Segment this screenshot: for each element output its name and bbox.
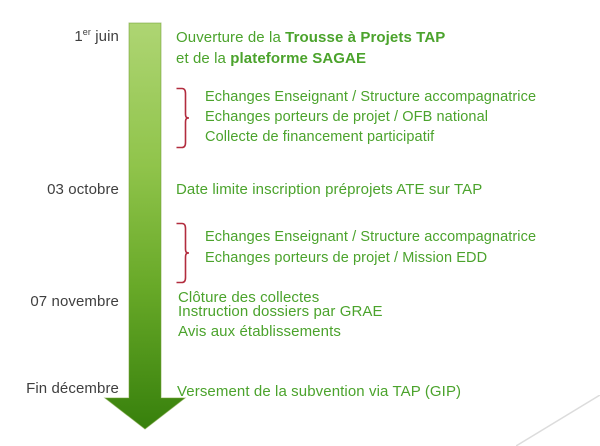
brace-icon — [176, 222, 190, 284]
date-03-octobre: 03 octobre — [47, 181, 119, 198]
date-1er-juin: 1er juin — [0, 27, 119, 47]
opening-line1-normal: Ouverture de la — [176, 29, 286, 46]
event-exchanges-1: Echanges Enseignant / Structure accompag… — [205, 87, 536, 147]
date-ordinal: er — [82, 27, 91, 37]
exchange2-line2: Echanges porteurs de projet / Mission ED… — [205, 250, 488, 266]
corner-divider-line — [516, 395, 600, 446]
event-opening: Ouverture de la Trousse à Projets TAP et… — [176, 27, 445, 69]
opening-line2-normal: et de la — [176, 50, 231, 67]
event-exchanges-2: Echanges Enseignant / Structure accompag… — [205, 227, 536, 269]
opening-line1-bold: Trousse à Projets TAP — [285, 29, 446, 46]
event-deadline: Date limite inscription préprojets ATE s… — [176, 181, 483, 198]
date-day: 1 — [74, 28, 83, 45]
exchange1-line3: Collecte de financement participatif — [205, 129, 435, 145]
down-arrow-icon — [103, 22, 187, 430]
event-closing-line3: Avis aux établissements — [178, 323, 341, 340]
event-closing-line2: Instruction dossiers par GRAE — [178, 303, 383, 320]
event-opening-line1: Ouverture de la Trousse à Projets TAP — [176, 27, 445, 48]
event-opening-line2: et de la plateforme SAGAE — [176, 48, 445, 69]
event-closing-line1: Clôture des collectes — [178, 289, 320, 306]
exchange2-line1: Echanges Enseignant / Structure accompag… — [205, 229, 537, 245]
exchange1-line1: Echanges Enseignant / Structure accompag… — [205, 89, 537, 105]
exchange1-line2: Echanges porteurs de projet / OFB nation… — [205, 109, 489, 125]
date-07-novembre: 07 novembre — [30, 293, 119, 310]
brace-icon — [176, 87, 190, 149]
date-fin-decembre: Fin décembre — [26, 380, 119, 397]
timeline-arrow — [103, 22, 187, 430]
date-month: juin — [95, 28, 119, 45]
event-payment: Versement de la subvention via TAP (GIP) — [177, 383, 462, 400]
opening-line2-bold: plateforme SAGAE — [230, 50, 367, 67]
